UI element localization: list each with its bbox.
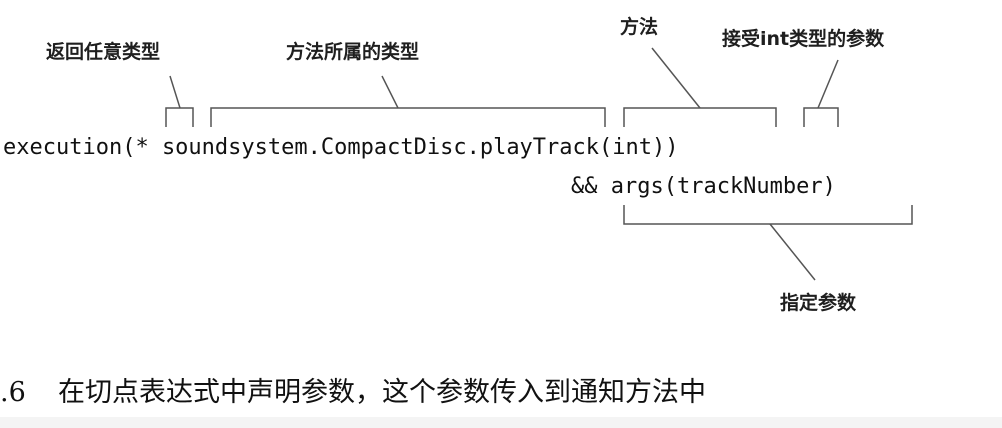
- bracket-owner-type: [210, 107, 606, 127]
- label-return-type: 返回任意类型: [46, 41, 161, 63]
- bracket-method: [623, 107, 777, 127]
- bracket-return-type: [165, 107, 194, 127]
- figure-number: .6: [0, 377, 26, 408]
- bracket-int-param: [803, 107, 839, 127]
- leader-args: [769, 223, 816, 281]
- bracket-args: [623, 205, 913, 225]
- bottom-band: [0, 417, 1002, 428]
- label-int-param: 接受int类型的参数: [722, 28, 885, 50]
- code-line-execution: execution(* soundsystem.CompactDisc.play…: [3, 135, 679, 160]
- label-method: 方法: [620, 16, 659, 38]
- code-line-args: && args(trackNumber): [571, 174, 836, 199]
- leader-int-param: [817, 59, 839, 109]
- label-specify-param: 指定参数: [780, 292, 857, 314]
- leader-owner-type: [381, 75, 399, 109]
- leader-return-type: [169, 75, 181, 109]
- figure-caption: 在切点表达式中声明参数，这个参数传入到通知方法中: [58, 377, 706, 408]
- label-method-owner-type: 方法所属的类型: [286, 41, 420, 63]
- leader-method: [651, 47, 701, 109]
